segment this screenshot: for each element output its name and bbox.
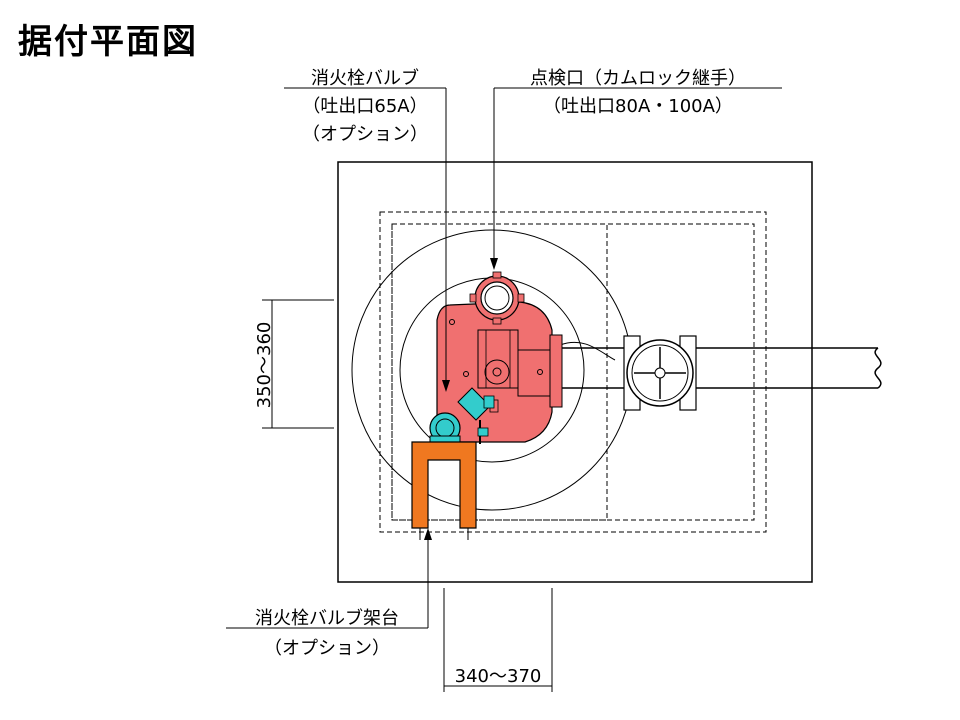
stand-leader-line xyxy=(226,528,432,629)
pump-body xyxy=(436,301,563,443)
drawing-title: 据付平面図 xyxy=(18,22,198,62)
camlock-coupling xyxy=(469,271,525,325)
gate-valve xyxy=(623,335,697,411)
vertical-dimension-label: 350～360 xyxy=(254,321,275,409)
dashed-frame-outer xyxy=(379,211,767,533)
horizontal-dimension xyxy=(443,588,553,692)
dashed-frame-left xyxy=(391,223,608,521)
inspection-label-line2: （吐出口80A・100A） xyxy=(543,96,733,117)
valve-stand xyxy=(411,441,477,540)
inspection-label-line1: 点検口（カムロック継手） xyxy=(530,68,746,89)
valve-label-line2: （吐出口65A） xyxy=(302,96,428,117)
valve-leader-line xyxy=(284,87,450,392)
inspection-leader-line xyxy=(490,87,782,270)
pit-outline xyxy=(337,161,813,583)
stand-label-line1: 消火栓バルブ架台 xyxy=(255,608,399,629)
discharge-pipe xyxy=(559,341,882,389)
vertical-dimension xyxy=(262,299,334,429)
horizontal-dimension-label: 340～370 xyxy=(454,666,542,687)
valve-label-line1: 消火栓バルブ xyxy=(311,68,419,89)
stand-label-line2: （オプション） xyxy=(264,638,390,659)
valve-label-line3: （オプション） xyxy=(302,124,428,145)
